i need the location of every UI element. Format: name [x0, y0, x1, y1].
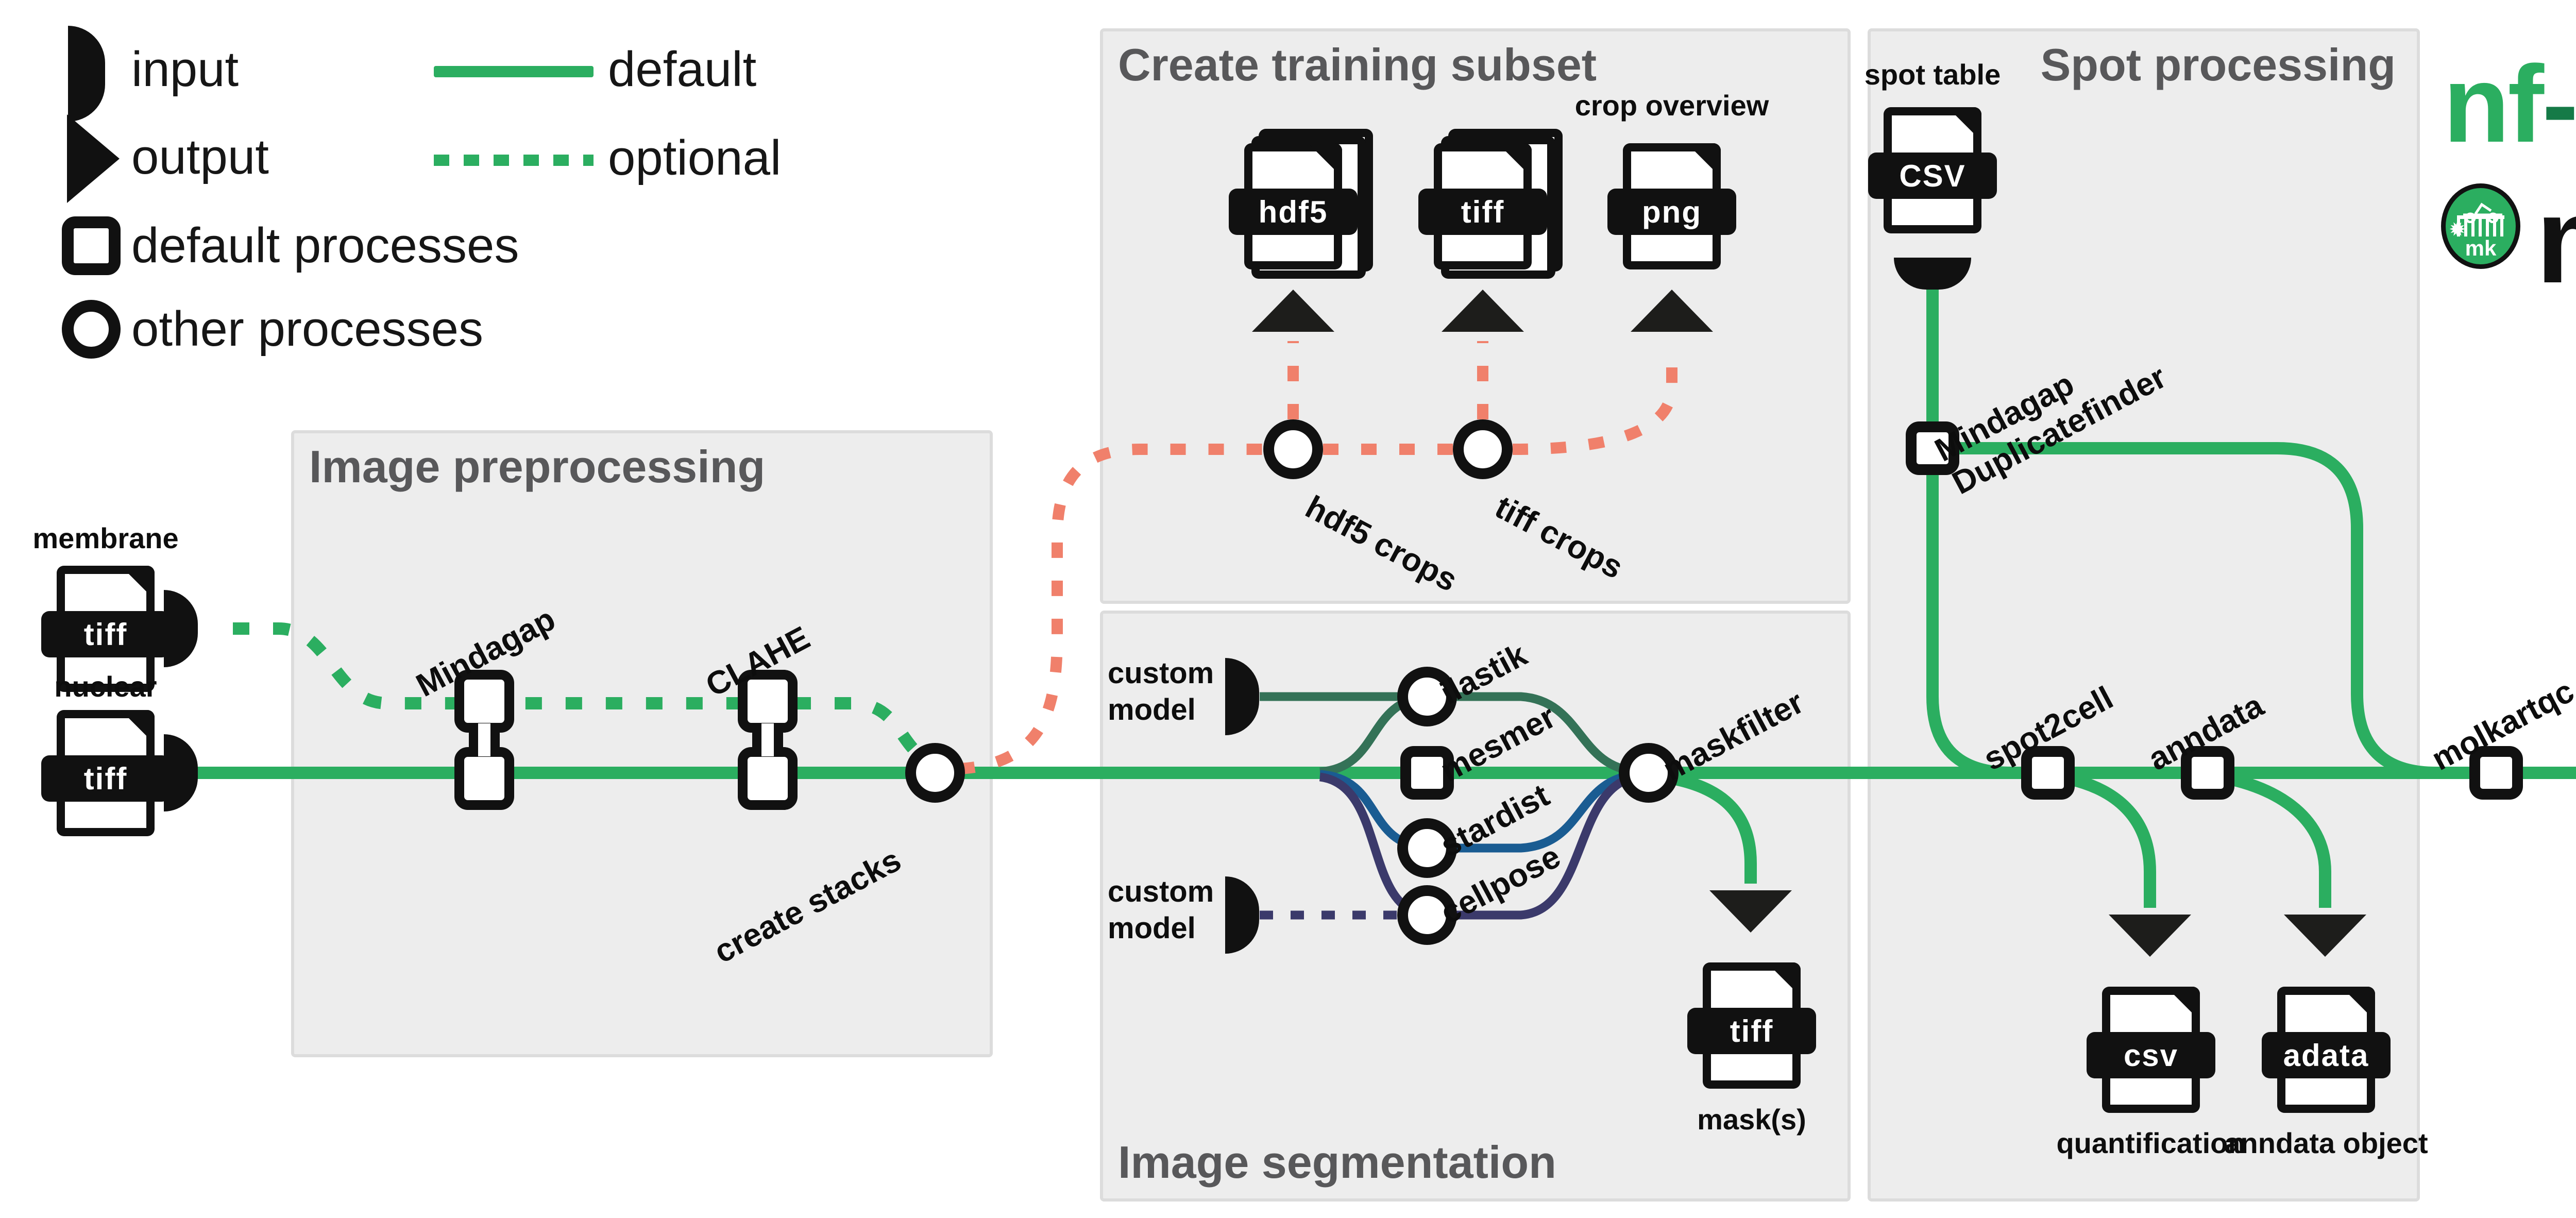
- png-ext: png: [1642, 194, 1702, 229]
- default-line-icon: [434, 66, 594, 77]
- nf-core-logo-text: nf-core/: [2443, 41, 2576, 167]
- maskfilter-output-line: [1655, 770, 1757, 884]
- clahe-node: [738, 670, 798, 810]
- nuclear-label: nuclear: [54, 670, 157, 703]
- stardist-branch-line: [1319, 770, 1639, 853]
- legend-output-label: output: [131, 129, 269, 184]
- ilastik-branch-line: [1319, 692, 1638, 776]
- membrane-tiff-file-icon: tiff: [41, 566, 170, 692]
- hdf5-output-arrow: [1252, 290, 1334, 332]
- legend-default-processes-label: default processes: [131, 218, 519, 273]
- membrane-optional-line: [233, 622, 741, 709]
- anndata-output-line: [2212, 770, 2331, 908]
- quantification-label: quantification: [2056, 1127, 2246, 1159]
- create-stacks-node: [905, 743, 965, 803]
- logo-dash: -: [2542, 43, 2576, 165]
- mask-label: mask(s): [1697, 1103, 1806, 1136]
- tiff-crops-node: [1453, 419, 1513, 479]
- title-spot-processing: Spot processing: [2040, 39, 2396, 90]
- default-process-icon: [62, 216, 121, 275]
- badge-star-icon: ✹: [2449, 218, 2466, 241]
- cellpose-branch-line: [1319, 772, 1642, 920]
- anndata-object-label: anndata object: [2224, 1127, 2428, 1159]
- legend-other-processes-label: other processes: [131, 301, 484, 357]
- crop-overview-png-file-icon: png: [1607, 143, 1736, 269]
- tiff-crops-ext: tiff: [1461, 194, 1505, 229]
- tiff-crops-to-png-line: [1512, 364, 1677, 455]
- hdf5-crops-node: [1263, 419, 1323, 479]
- legend-default-label: default: [608, 42, 757, 97]
- adata-ext: adata: [2283, 1038, 2369, 1073]
- spot2cell-node: [2021, 746, 2075, 800]
- spot2cell-output-line: [2052, 770, 2156, 908]
- tiff-crops-file-icon: tiff: [1418, 129, 1563, 279]
- anndata-node: [2181, 746, 2234, 800]
- membrane-label: membrane: [32, 522, 179, 554]
- clahe-optional-line: [794, 697, 931, 766]
- title-image-preprocessing: Image preprocessing: [309, 441, 766, 492]
- custom-model-top-label: custom model: [1108, 656, 1214, 726]
- anndata-adata-file-icon: adata: [2262, 987, 2391, 1113]
- duplicatefinder-node: [1906, 421, 1959, 475]
- logo-nf: nf: [2443, 43, 2544, 165]
- quant-csv-ext: csv: [2123, 1038, 2179, 1073]
- custom-model-bottom-label: custom model: [1108, 875, 1214, 945]
- molkart-badge-icon: ✹ mk: [2441, 183, 2520, 269]
- kart-doodle-icon: [2463, 202, 2502, 223]
- tiff-output-arrow: [1442, 290, 1524, 332]
- mask-output-arrow: [1709, 890, 1792, 933]
- box-image-preprocessing: [291, 430, 993, 1057]
- badge-mk-label: mk: [2465, 236, 2497, 260]
- spot-csv-ext: CSV: [1899, 158, 1966, 193]
- mesmer-node: [1400, 746, 1454, 800]
- title-create-training-subset: Create training subset: [1118, 39, 1597, 90]
- spot-table-csv-file-icon: CSV: [1868, 107, 1997, 233]
- molkart-logo-text: molkart: [2536, 170, 2576, 311]
- spot-table-label: spot table: [1864, 58, 2001, 91]
- spot-table-line: [1926, 289, 2012, 779]
- optional-line-icon: [434, 155, 594, 166]
- membrane-ext: tiff: [83, 617, 128, 652]
- legend-optional-label: optional: [608, 130, 782, 185]
- legend-input-label: input: [131, 42, 239, 97]
- nuclear-tiff-file-icon: tiff: [41, 710, 170, 836]
- output-icon: [67, 114, 120, 203]
- mindagap-node: [454, 670, 514, 810]
- nuclear-ext: tiff: [83, 761, 128, 796]
- duplicatefinder-branch-line: [1958, 442, 2436, 779]
- png-output-arrow: [1631, 290, 1713, 332]
- hdf5-ext: hdf5: [1258, 194, 1328, 229]
- quantification-output-arrow: [2109, 915, 2191, 957]
- hdf5-crops-file-icon: hdf5: [1229, 129, 1373, 279]
- crop-overview-label: crop overview: [1574, 89, 1769, 122]
- title-image-segmentation: Image segmentation: [1118, 1137, 1556, 1188]
- mask-tiff-file-icon: tiff: [1687, 962, 1816, 1089]
- anndata-output-arrow: [2284, 915, 2366, 957]
- mask-ext: tiff: [1730, 1013, 1774, 1048]
- quantification-csv-file-icon: csv: [2087, 987, 2215, 1113]
- molkartqc-node: [2469, 746, 2523, 800]
- create-stacks-to-training-line: [959, 444, 1263, 774]
